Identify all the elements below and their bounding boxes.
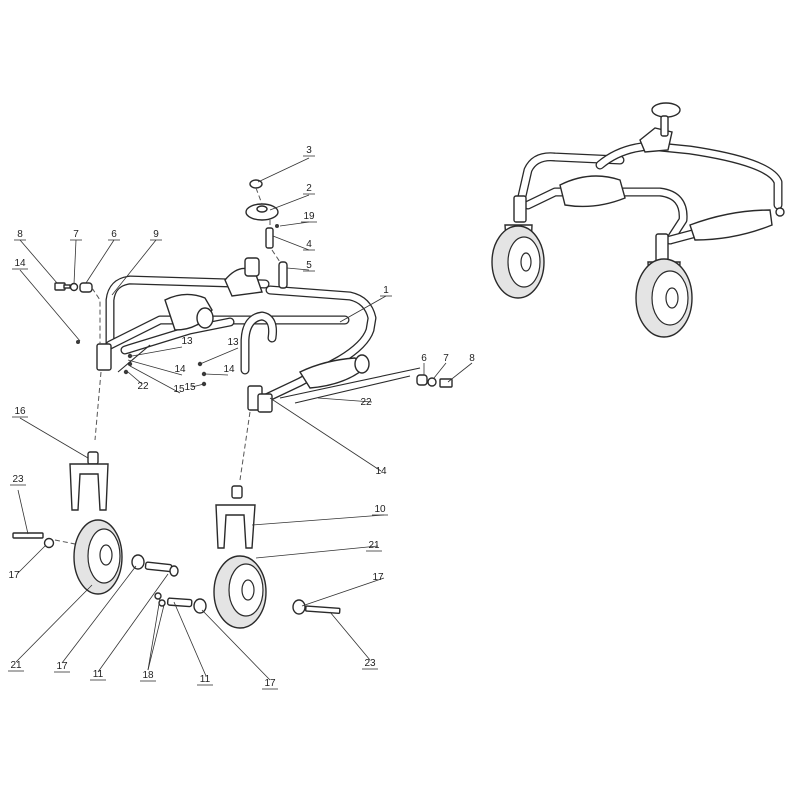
left-castor-housing xyxy=(96,343,112,371)
callout-17-b: 17 xyxy=(56,661,68,672)
callout-21-right: 21 xyxy=(368,540,380,551)
callout-15-a: 15 xyxy=(173,384,185,395)
main-frame xyxy=(105,257,377,405)
callout-1: 1 xyxy=(383,285,389,296)
right-wheel xyxy=(213,555,341,629)
small-fasteners xyxy=(76,340,207,387)
callout-14-d: 14 xyxy=(375,466,387,477)
callout-7-left: 7 xyxy=(73,229,79,240)
tiller-parts xyxy=(245,179,288,289)
callout-5: 5 xyxy=(306,260,312,271)
callout-3: 3 xyxy=(306,145,312,156)
left-wheel xyxy=(12,519,179,595)
callout-14-a: 14 xyxy=(14,258,26,269)
callout-21-left: 21 xyxy=(10,660,22,671)
left-fork xyxy=(69,451,109,511)
leader-lines xyxy=(15,157,473,681)
callout-16: 16 xyxy=(14,406,26,417)
callout-14-c: 14 xyxy=(223,364,235,375)
callout-2: 2 xyxy=(306,183,312,194)
callout-underlines xyxy=(8,155,392,690)
spacer-parts xyxy=(154,592,207,614)
callout-6-right: 6 xyxy=(421,353,427,364)
right-fork xyxy=(215,485,256,549)
callout-13-b: 13 xyxy=(227,337,239,348)
callout-17-a: 17 xyxy=(8,570,20,581)
callout-23-right: 23 xyxy=(364,658,376,669)
callout-19: 19 xyxy=(303,211,315,222)
callout-9: 9 xyxy=(153,229,159,240)
callout-10: 10 xyxy=(374,504,386,515)
callout-7-right: 7 xyxy=(443,353,449,364)
left-axle-hardware xyxy=(54,282,101,344)
callout-17-d: 17 xyxy=(372,572,384,583)
callout-23-left: 23 xyxy=(12,474,24,485)
callout-11-a: 11 xyxy=(93,669,104,680)
right-alignment-line xyxy=(239,411,251,481)
callout-labels: 3 2 19 4 5 1 8 7 6 9 14 13 14 22 15 13 1… xyxy=(8,145,475,689)
callout-13-a: 13 xyxy=(181,336,193,347)
callout-8-right: 8 xyxy=(469,353,475,364)
callout-8-left: 8 xyxy=(17,229,23,240)
callout-6-left: 6 xyxy=(111,229,117,240)
callout-15-b: 15 xyxy=(184,382,196,393)
callout-17-c: 17 xyxy=(264,678,276,689)
exploded-view xyxy=(12,179,453,629)
callout-18: 18 xyxy=(142,670,154,681)
callout-11-b: 11 xyxy=(200,674,211,685)
callout-22-b: 22 xyxy=(360,397,372,408)
left-alignment-line xyxy=(94,371,102,441)
callout-14-b: 14 xyxy=(174,364,186,375)
callout-4: 4 xyxy=(306,239,312,250)
callout-22-a: 22 xyxy=(137,381,149,392)
assembled-view xyxy=(491,102,785,338)
